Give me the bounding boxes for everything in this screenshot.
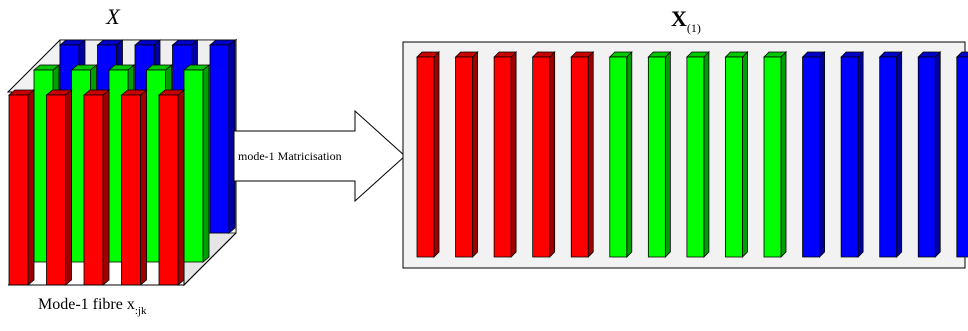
matrix-column-9-front bbox=[725, 56, 743, 258]
matrix-column-2-side bbox=[472, 51, 478, 258]
matrix-label-text: X bbox=[671, 6, 687, 31]
fibre-caption-subscript: :jk bbox=[135, 305, 147, 317]
matrix-column-14-front bbox=[917, 56, 936, 258]
matrix-column-11-front bbox=[802, 56, 820, 258]
blue-fibre-5 bbox=[208, 39, 237, 234]
matrix-column-10 bbox=[763, 51, 787, 258]
matrix-column-12-front bbox=[840, 56, 859, 258]
matrix-column-4-front bbox=[532, 56, 551, 258]
matrix-column-2-front bbox=[455, 56, 473, 258]
matrix-column-5-front bbox=[570, 56, 589, 258]
matrix-column-10-front bbox=[763, 56, 782, 258]
matrix-column-13-front bbox=[879, 56, 898, 258]
red-fibre-2-front bbox=[46, 94, 66, 286]
matrix-column-14-side bbox=[934, 51, 941, 258]
matrix-label: X(1) bbox=[671, 6, 701, 35]
matrix-column-3 bbox=[493, 51, 518, 258]
red-fibre-4-front bbox=[121, 94, 141, 286]
red-fibre-2-side bbox=[65, 89, 72, 286]
red-fibre-4-side bbox=[140, 89, 147, 286]
matrix-column-13-side bbox=[896, 51, 903, 258]
red-fibre-3-front bbox=[83, 94, 104, 286]
matrix-column-15 bbox=[955, 51, 968, 258]
matrix-column-15-front bbox=[956, 56, 968, 258]
matrix-columns bbox=[416, 51, 968, 258]
matrix-column-1-side bbox=[433, 51, 440, 258]
red-fibre-3 bbox=[82, 89, 111, 286]
fibre-caption-text: Mode-1 fibre x bbox=[38, 296, 135, 313]
matrix-column-4-side bbox=[549, 51, 556, 258]
matrix-column-6-front bbox=[609, 56, 628, 258]
matrix-column-8 bbox=[685, 51, 710, 258]
matrix-column-13 bbox=[878, 51, 903, 258]
matrix-column-1 bbox=[416, 51, 440, 258]
matrix-column-6 bbox=[608, 51, 633, 258]
red-fibre-5 bbox=[157, 89, 186, 286]
matrix-column-7 bbox=[647, 51, 672, 258]
matrix-label-subscript: (1) bbox=[687, 21, 701, 35]
matrix-column-15-top bbox=[955, 51, 968, 58]
matrix-column-5 bbox=[570, 51, 595, 258]
matrix-column-12-side bbox=[857, 51, 864, 258]
matrix-column-1-front bbox=[416, 56, 435, 258]
arrow-label: mode-1 Matricisation bbox=[238, 149, 342, 163]
matrix-column-3-front bbox=[493, 56, 512, 258]
red-fibre-3-side bbox=[102, 89, 110, 286]
green-fibre-5 bbox=[182, 64, 211, 263]
matrix-column-9 bbox=[724, 51, 749, 258]
tensor-label: X bbox=[105, 4, 121, 29]
red-fibre-1 bbox=[7, 89, 36, 286]
green-fibre-5-side bbox=[202, 64, 210, 263]
red-fibre-5-front bbox=[158, 94, 179, 286]
matrix-column-2 bbox=[454, 51, 479, 258]
red-fibre-4 bbox=[120, 89, 148, 286]
red-fibre-1-side bbox=[27, 89, 35, 286]
tensor-cube bbox=[6, 38, 238, 287]
matrix-column-6-side bbox=[626, 51, 633, 258]
matrix-column-4 bbox=[531, 51, 556, 258]
matrix-column-8-front bbox=[686, 56, 705, 258]
matrix-column-8-side bbox=[703, 51, 710, 258]
matrix-column-14 bbox=[917, 51, 942, 258]
matrix-column-5-side bbox=[587, 51, 594, 258]
matrix-column-12 bbox=[840, 51, 865, 258]
red-fibre-5-side bbox=[177, 89, 185, 286]
blue-fibre-5-front bbox=[209, 44, 230, 234]
matrix-column-3-side bbox=[510, 51, 517, 258]
matrix-column-10-side bbox=[780, 51, 787, 258]
red-fibre-2 bbox=[45, 89, 73, 286]
matricisation-arrow: mode-1 Matricisation bbox=[233, 109, 406, 203]
matrix-column-9-side bbox=[742, 51, 748, 258]
matrix-column-11-side bbox=[819, 51, 825, 258]
fibre-caption: Mode-1 fibre x:jk bbox=[38, 296, 147, 317]
green-fibre-5-front bbox=[183, 69, 204, 263]
matrix-column-7-side bbox=[664, 51, 671, 258]
matrix-column-11 bbox=[801, 51, 826, 258]
matrix-column-7-front bbox=[647, 56, 666, 258]
red-fibre-1-front bbox=[8, 94, 29, 286]
